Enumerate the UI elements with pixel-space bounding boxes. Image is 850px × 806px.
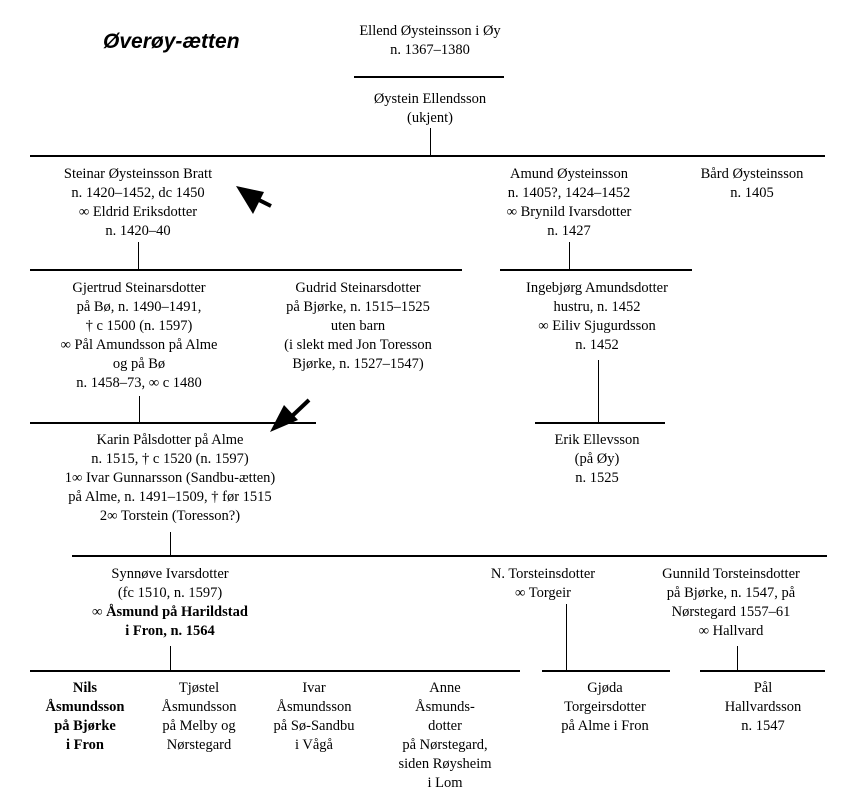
line-amund-children [500,269,692,271]
line-drop-steinar [138,242,139,269]
person-gjertrud: Gjertrud Steinarsdotter på Bø, n. 1490–1… [60,280,218,391]
arrow-icon [270,398,311,432]
person-ivar: Ivar Åsmundsson på Sø-Sandbu i Vågå [273,680,355,753]
person-gunnild: Gunnild Torsteinsdotter på Bjørke, n. 15… [662,566,800,639]
person-pal: Pål Hallvardsson n. 1547 [724,680,802,734]
person-gjoda: Gjøda Torgeirsdotter på Alme i Fron [561,680,649,734]
person-bard: Bård Øysteinsson n. 1405 [700,166,804,201]
line-drop-ingebjorg [598,360,599,422]
person-tjostel: Tjøstel Åsmundsson på Melby og Nørstegar… [161,680,237,753]
line-gen1 [354,76,504,78]
line-drop-amund [569,242,570,269]
line-karin-children [72,555,827,557]
person-gudrid: Gudrid Steinarsdotter på Bjørke, n. 1515… [284,280,432,372]
line-ingebjorg-children [535,422,665,424]
line-gunnild-children [700,670,825,672]
arrow-icon [236,186,272,214]
line-gjertrud-children [30,422,316,424]
person-ellend: Ellend Øysteinsson i Øy n. 1367–1380 [359,23,501,58]
person-nils: Nils Åsmundsson på Bjørke i Fron [45,680,125,753]
line-ntorst-children [542,670,670,672]
person-steinar: Steinar Øysteinsson Bratt n. 1420–1452, … [63,166,213,239]
diagram-title: Øverøy-ætten [103,30,240,53]
line-gen3 [30,155,825,157]
person-erik: Erik Ellevsson (på Øy) n. 1525 [554,432,640,486]
person-ingebjorg: Ingebjørg Amundsdotter hustru, n. 1452 ∞… [526,280,668,353]
line-synnove-children [30,670,520,672]
line-drop-oystein [430,128,431,156]
line-drop-synnove [170,646,171,670]
person-synnove: Synnøve Ivarsdotter (fc 1510, n. 1597) ∞… [92,566,248,639]
person-anne: Anne Åsmunds- dotter på Nørstegard, side… [398,680,492,791]
line-drop-karin [170,532,171,555]
line-steinar-children [30,269,462,271]
person-oystein: Øystein Ellendsson (ukjent) [373,91,487,126]
line-drop-ntorst [566,604,567,670]
person-karin: Karin Pålsdotter på Alme n. 1515, † c 15… [64,432,276,524]
line-drop-gjertrud [139,396,140,422]
person-n-torsteinsdotter: N. Torsteinsdotter ∞ Torgeir [490,566,596,601]
person-amund: Amund Øysteinsson n. 1405?, 1424–1452 ∞ … [506,166,632,239]
line-drop-gunnild [737,646,738,670]
